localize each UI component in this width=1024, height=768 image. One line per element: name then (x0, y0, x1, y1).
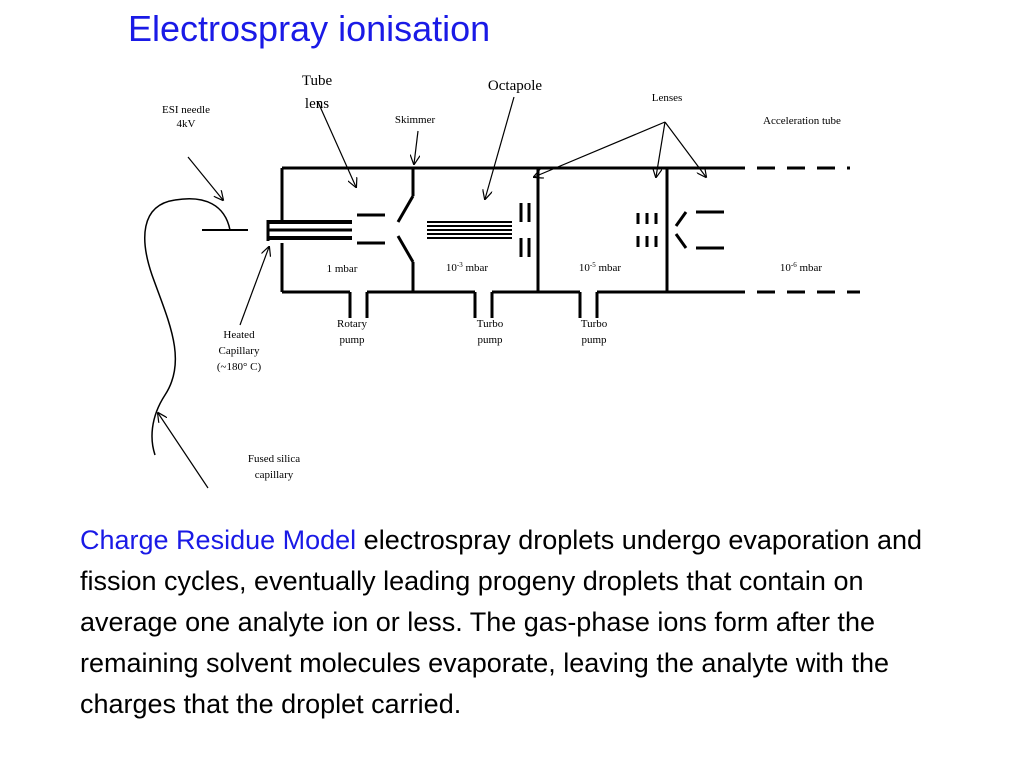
label-octapole: Octapole (488, 78, 542, 94)
pressure-stage-2: 10-3 mbar (446, 261, 489, 274)
heated-capillary-drawing (202, 220, 352, 241)
arrow-skimmer (414, 130, 418, 164)
skimmer-drawing (396, 195, 415, 263)
label-skimmer: Skimmer (395, 114, 436, 126)
vacuum-chamber (280, 166, 860, 318)
annotation-arrows (158, 96, 706, 489)
description-body: electrospray droplets undergo evaporatio… (80, 525, 923, 719)
arrow-octapole (485, 96, 515, 199)
arrow-fused-silica (158, 413, 209, 489)
pump-3-label-1: Turbo (581, 318, 608, 330)
pump-2-label-2: pump (477, 334, 503, 346)
charge-residue-description: Charge Residue Model electrospray drople… (80, 520, 950, 725)
term-charge-residue-model: Charge Residue Model (80, 525, 357, 555)
label-tube-lens-2: lens (305, 96, 329, 112)
electrospray-diagram: ESI needle 4kV Tube lens Skimmer Octapol… (144, 73, 860, 489)
label-esi-needle-1: ESI needle (162, 104, 210, 116)
label-fused-silica-1: Fused silica (248, 453, 300, 465)
tube-lens-drawing (357, 213, 385, 245)
pump-1-label-2: pump (339, 334, 365, 346)
rotary-pump-port (348, 292, 369, 318)
arrow-lens-1 (534, 121, 666, 177)
label-heated-capillary-1: Heated (223, 329, 255, 341)
pressure-stage-3: 10-5 mbar (579, 261, 622, 274)
octapole-drawing (427, 221, 512, 239)
label-heated-capillary-2: Capillary (219, 345, 260, 357)
fused-silica-capillary-line (144, 198, 231, 456)
pressure-stage-4: 10-6 mbar (780, 261, 823, 274)
label-lenses: Lenses (652, 92, 683, 104)
pump-1-label-1: Rotary (337, 318, 367, 330)
arrow-esi-needle (187, 156, 223, 200)
label-esi-needle-2: 4kV (177, 118, 196, 130)
turbo-pump-port-2 (578, 292, 599, 318)
arrow-lens-2 (656, 121, 666, 177)
label-fused-silica-2: capillary (255, 469, 294, 481)
arrow-lens-3 (664, 121, 706, 177)
arrow-heated-capillary (239, 247, 269, 326)
pump-3-label-2: pump (581, 334, 607, 346)
turbo-pump-port-1 (473, 292, 494, 318)
pump-2-label-1: Turbo (477, 318, 504, 330)
lens-set-1-drawing (519, 203, 531, 257)
label-acceleration-tube: Acceleration tube (763, 115, 841, 127)
slide-title: Electrospray ionisation (128, 8, 491, 49)
pressure-stage-1: 1 mbar (327, 263, 358, 275)
lens-set-2-drawing (636, 210, 724, 250)
label-heated-capillary-3: (~180° C) (217, 361, 262, 373)
arrow-tube-lens (317, 101, 356, 187)
label-tube-lens-1: Tube (302, 73, 333, 89)
